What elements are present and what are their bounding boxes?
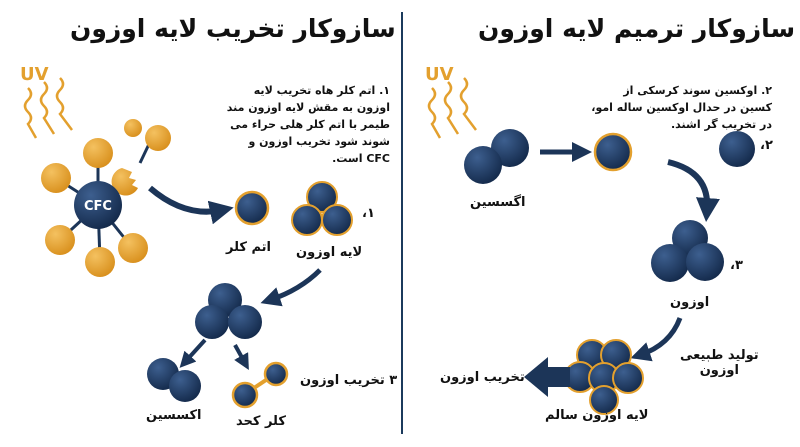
right-description: ۲. اوکسین سوند کرسکی از کسین در حدال اوک… [591, 84, 772, 131]
left-panel-title: سازوکار تخریب لایه اوزون [70, 14, 396, 43]
chlorine-atom-label: اتم کلر [226, 240, 272, 255]
arrow-to-cluster [260, 268, 322, 307]
cfc-label: CFC [84, 199, 112, 214]
ozone-layer-label: لایه اوزون [296, 245, 363, 260]
cfc-center-atom [74, 181, 122, 229]
oxygen-molecule-left [147, 358, 201, 402]
right-panel-title: سازوکار ترمیم لایه اوزون [478, 14, 796, 43]
uv-rays-right [427, 77, 477, 139]
ozone-cluster-left [195, 283, 262, 339]
ozone-label: اوزون [670, 295, 710, 310]
step3-number-right: ۳، [730, 258, 743, 273]
detached-atom-a [145, 125, 171, 151]
arrow-to-oxygen [179, 338, 207, 368]
oxygen-molecule-right [464, 129, 529, 184]
chlorine-compound-label: کلر کحد [236, 414, 286, 429]
arrow-to-healthy-layer [630, 317, 683, 362]
ozone-cluster-right [651, 220, 724, 282]
oxygen-atom [593, 132, 633, 172]
chlorine-atom [234, 190, 270, 226]
uv-label-left: UV [20, 64, 49, 85]
panel-divider [401, 12, 403, 434]
oxygen-label-left: اکسسین [146, 408, 202, 423]
step1-number: ۱، [362, 206, 375, 221]
chlorine-compound [231, 361, 289, 409]
ozone-layer-left [291, 181, 353, 236]
left-description: ۱. اتم کلر هاه تخریب لایه اوزون به مقش ل… [226, 84, 390, 165]
step2-number: ۲، [760, 138, 773, 153]
arrow-to-ozone [667, 159, 720, 222]
healthy-ozone-label: لایه اوزون سالم [545, 408, 649, 423]
oxygen-label-right: اگسسین [470, 195, 526, 210]
natural-production-label: تولید طبیعی اوزون [680, 348, 759, 378]
uv-rays-left [23, 77, 73, 139]
step3-label: ۳ تخریب اوزون [300, 373, 398, 388]
cfc-outer-atoms [41, 138, 148, 277]
healthy-ozone-layer [564, 339, 644, 415]
uv-label-right: UV [425, 64, 454, 85]
arrow-cfc-to-chlorine [148, 185, 234, 225]
oxygen-atom-2 [719, 131, 755, 167]
ozone-destruction-label: تخریب اوزون [440, 370, 525, 385]
arrow-ozone-destruction [524, 357, 570, 397]
arrow-to-chlorine-compound [233, 344, 249, 370]
detached-atom-b [124, 119, 142, 137]
